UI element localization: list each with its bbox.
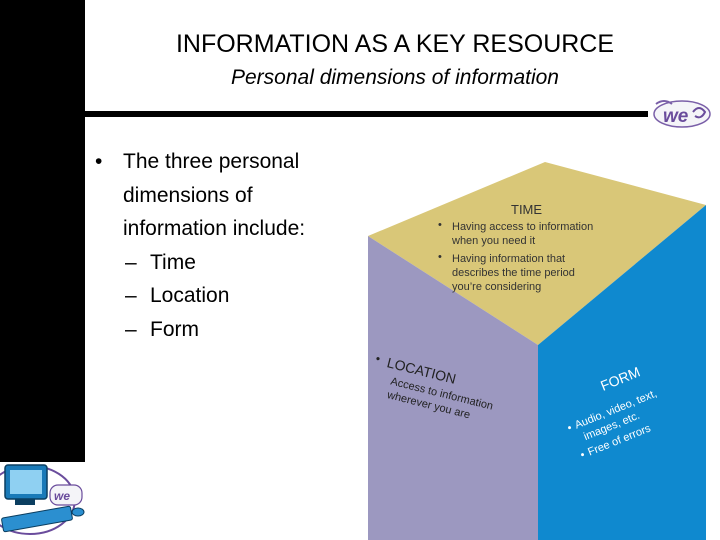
svg-text:•: • bbox=[566, 422, 574, 435]
svg-text:•: • bbox=[579, 449, 587, 462]
form-line: Free of errors bbox=[586, 422, 653, 458]
form-face bbox=[538, 205, 706, 540]
time-bullet-line: you’re considering bbox=[452, 281, 541, 293]
main-bullet: • The three personal dimensions of infor… bbox=[95, 145, 385, 246]
location-heading: LOCATION bbox=[385, 354, 457, 387]
sub-bullet-label: Form bbox=[150, 317, 199, 341]
bullet-list: • The three personal dimensions of infor… bbox=[95, 145, 385, 346]
form-line: Audio, video, text, bbox=[573, 388, 659, 432]
location-line: Access to information bbox=[389, 376, 494, 413]
computer-logo-text: we bbox=[54, 489, 70, 503]
keyboard-icon bbox=[1, 505, 73, 533]
time-bullet-line: Having access to information bbox=[452, 221, 593, 233]
left-black-bar bbox=[0, 0, 85, 462]
mouse-icon bbox=[71, 507, 85, 517]
main-bullet-line: The three personal bbox=[123, 150, 300, 173]
dimensions-cube: TIME • Having access to information when… bbox=[368, 162, 706, 540]
form-line: images, etc. bbox=[582, 410, 641, 443]
location-bullet: • bbox=[374, 351, 381, 366]
sub-bullet-form: –Form bbox=[125, 317, 199, 341]
sub-bullet-time: –Time bbox=[125, 250, 196, 274]
sub-bullet-location: –Location bbox=[125, 284, 230, 307]
time-bullet-line: Having information that bbox=[452, 253, 565, 265]
form-heading: FORM bbox=[598, 364, 642, 394]
top-logo: we bbox=[653, 100, 711, 128]
location-line: wherever you are bbox=[385, 389, 471, 421]
slide-subtitle: Personal dimensions of information bbox=[230, 66, 559, 89]
time-bullet-line: when you need it bbox=[451, 235, 535, 247]
title-divider bbox=[85, 111, 648, 117]
monitor-icon bbox=[4, 464, 48, 500]
time-heading: TIME bbox=[511, 202, 542, 217]
bullet-dot: • bbox=[95, 150, 103, 173]
svg-text:•: • bbox=[438, 251, 442, 263]
main-bullet-line: dimensions of bbox=[123, 183, 253, 207]
sub-bullet-label: Location bbox=[150, 284, 230, 307]
computer-logo: we bbox=[0, 464, 85, 535]
main-bullet-line: information include: bbox=[123, 217, 306, 240]
svg-text:•: • bbox=[438, 219, 442, 231]
time-bullet-line: describes the time period bbox=[452, 267, 575, 279]
sub-bullet-label: Time bbox=[150, 250, 196, 274]
time-face bbox=[368, 162, 706, 345]
slide-title: INFORMATION AS A KEY RESOURCE bbox=[175, 30, 615, 58]
location-face bbox=[368, 236, 538, 540]
top-logo-text: we bbox=[663, 106, 689, 127]
